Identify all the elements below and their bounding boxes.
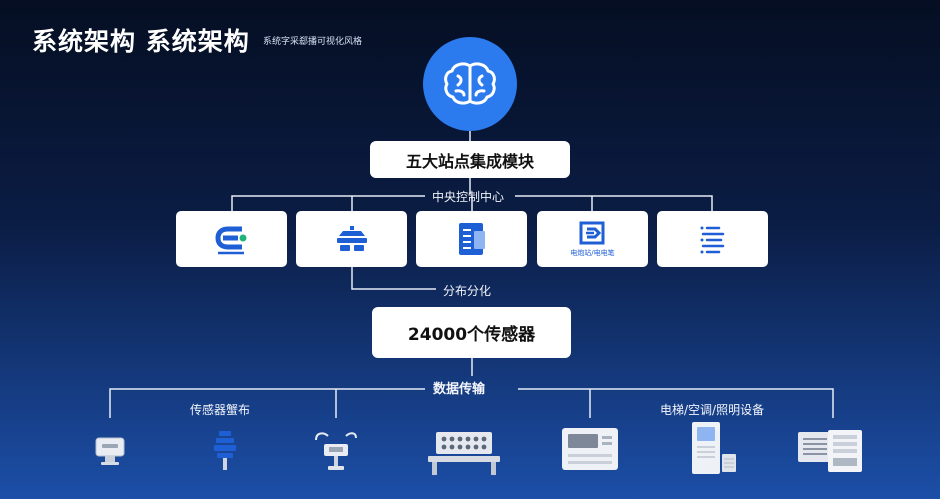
equipment-label: 电梯/空调/照明设备 [660,403,765,417]
server-rack-icon [428,432,500,475]
device-probe-sensor[interactable] [310,428,362,474]
data-transfer-label: 数据传输 [433,382,486,397]
device-wall-sensor[interactable] [90,430,130,472]
pole-sensor-icon [214,431,236,470]
probe-sensor-icon [315,432,357,470]
energy-logo-icon [214,226,246,255]
station-card-3[interactable] [416,211,527,267]
device-server-rack[interactable] [428,430,500,476]
device-pole-sensor[interactable] [205,428,245,472]
station-card-2[interactable] [296,211,407,267]
station-card-1[interactable] [176,211,287,267]
distributed-label: 分布分化 [443,284,492,298]
page-title: 系统架构 系统架构 [32,27,250,56]
brain-node[interactable] [423,37,517,131]
device-lighting-panel[interactable] [796,428,866,474]
control-panel-icon [562,428,618,470]
device-control-panel[interactable] [560,424,620,474]
air-unit-icon [692,422,736,474]
lighting-panel-icon [798,430,862,472]
charging-station-icon [579,221,604,245]
building-stack-icon [336,226,367,251]
brain-icon [444,62,496,105]
wall-sensor-icon [95,437,125,465]
sensor-count-box[interactable]: 24000个传感器 [372,307,571,358]
document-panel-icon [458,223,485,255]
integration-module-box[interactable]: 五大站点集成模块 [370,141,570,178]
list-lines-icon [700,226,724,254]
central-control-label: 中央控制中心 [432,190,505,204]
device-air-unit[interactable] [688,420,738,476]
station-card-5[interactable] [657,211,768,267]
sensor-layout-label: 传感器蟹布 [190,403,251,417]
station-card-4[interactable]: 电炮站/电电笔 [537,211,648,267]
page-subtitle: 系统字采郄播可视化风格 [263,37,363,47]
station-card-caption: 电炮站/电电笔 [570,249,615,257]
